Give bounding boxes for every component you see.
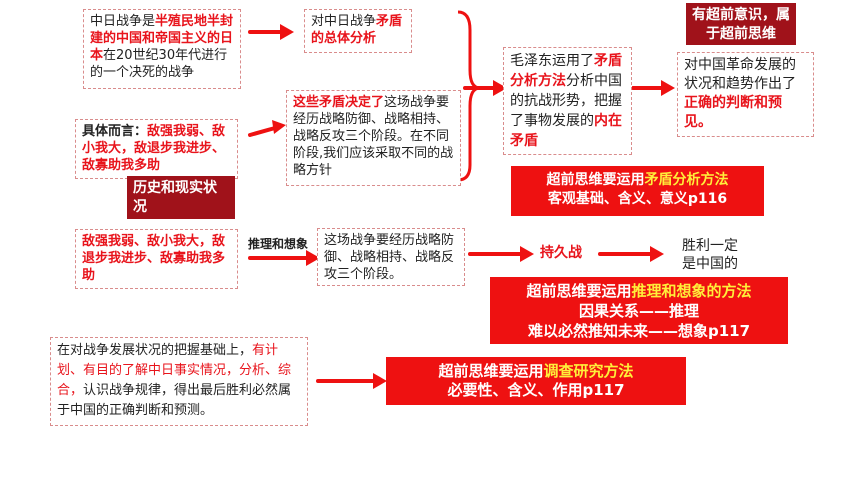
highlight-text: 矛盾分析方法 — [644, 172, 729, 188]
highlight-text: 半殖民地半封建的中国和帝国主义的日本 — [90, 14, 234, 63]
arrow-head — [373, 373, 387, 389]
text: 分析中国的抗战形势，把握了事物发展的 — [510, 73, 622, 129]
box-overall-analysis: 对中日战争矛盾的总体分析 — [304, 9, 412, 53]
highlight-text: 内在矛盾 — [510, 113, 622, 149]
box-judgment: 对中国革命发展的状况和趋势作出了正确的判断和预见。 — [677, 52, 814, 137]
highlight-text: 有计划、有目的了解中日事实情况，分析、综合， — [57, 343, 292, 398]
banner-inference: 超前思维要运用推理和想象的方法 因果关系——推理 难以必然推知未来——想象p11… — [490, 277, 788, 344]
arrow-line — [248, 126, 277, 137]
tag-history-reality: 历史和现实状况 — [127, 176, 235, 219]
highlight-text: 正确的判断和预见。 — [684, 95, 782, 130]
arrow-head — [661, 80, 675, 96]
text: 具体而言： — [82, 124, 148, 139]
text: 客观基础、含义、意义p116 — [547, 191, 728, 207]
arrow-head — [306, 250, 320, 266]
text: 超前思维要运用 — [546, 172, 645, 188]
box-situation: 敌强我弱、敌小我大，敌退步我进步、敌寡助我多助 — [75, 229, 238, 289]
text: 认识战争规律，得出最后胜利必然属于中国的正确判断和预测。 — [57, 383, 292, 418]
text: 中日战争是 — [90, 14, 156, 29]
box-contradiction-method: 毛泽东运用了矛盾分析方法分析中国的抗战形势，把握了事物发展的内在矛盾 — [503, 47, 632, 155]
text: 超前思维要运用 — [526, 282, 632, 300]
text: 因果关系——推理 — [578, 302, 699, 320]
text: 这场战争要经历战略防御、战略相持、战略反攻三个阶段。在不同阶段,我们应该采取不同… — [293, 95, 454, 178]
label-inference-imagination: 推理和想象 — [248, 237, 309, 251]
arrow-head — [280, 24, 294, 40]
highlight-text: 这些矛盾决定了 — [293, 95, 385, 110]
text: 毛泽东运用了 — [510, 53, 594, 69]
arrow-head — [520, 246, 534, 262]
text: 难以必然推知未来——想象p117 — [527, 322, 751, 340]
text: 对中日战争 — [311, 14, 377, 29]
box-three-stages: 这些矛盾决定了这场战争要经历战略防御、战略相持、战略反攻三个阶段。在不同阶段,我… — [286, 90, 461, 186]
arrow-head — [650, 246, 664, 262]
highlight-text: 敌强我弱、敌小我大，敌退步我进步、敌寡助我多助 — [82, 124, 226, 173]
label-protracted-war: 持久战 — [540, 245, 582, 261]
tag-forward-awareness: 有超前意识，属于超前思维 — [686, 3, 796, 45]
arrow-head — [272, 120, 286, 134]
text: 在20世纪30年代进行的一个决死的战争 — [90, 48, 228, 80]
box-stages-result: 这场战争要经历战略防御、战略相持、战略反攻三个阶段。 — [317, 228, 465, 286]
highlight-text: 矛盾分析方法 — [510, 53, 622, 89]
box-specifics: 具体而言：敌强我弱、敌小我大，敌退步我进步、敌寡助我多助 — [75, 119, 238, 179]
box-war-nature: 中日战争是半殖民地半封建的中国和帝国主义的日本在20世纪30年代进行的一个决死的… — [83, 9, 241, 89]
highlight-text: 推理和想象的方法 — [631, 282, 752, 300]
arrow-head — [493, 80, 507, 96]
text: 超前思维要运用 — [438, 362, 544, 380]
banner-contradiction: 超前思维要运用矛盾分析方法 客观基础、含义、意义p116 — [511, 166, 764, 216]
text: 在对战争发展状况的把握基础上， — [57, 343, 253, 358]
banner-investigation: 超前思维要运用调查研究方法 必要性、含义、作用p117 — [386, 357, 686, 405]
text: 必要性、含义、作用p117 — [447, 381, 625, 399]
label-victory: 胜利一定是中国的 — [682, 238, 738, 272]
bracket-connector — [457, 10, 481, 182]
box-investigation: 在对战争发展状况的把握基础上，有计划、有目的了解中日事实情况，分析、综合，认识战… — [50, 337, 308, 426]
highlight-text: 矛盾的总体分析 — [311, 14, 403, 46]
highlight-text: 调查研究方法 — [543, 362, 634, 380]
text: 对中国革命发展的状况和趋势作出了 — [684, 57, 796, 92]
